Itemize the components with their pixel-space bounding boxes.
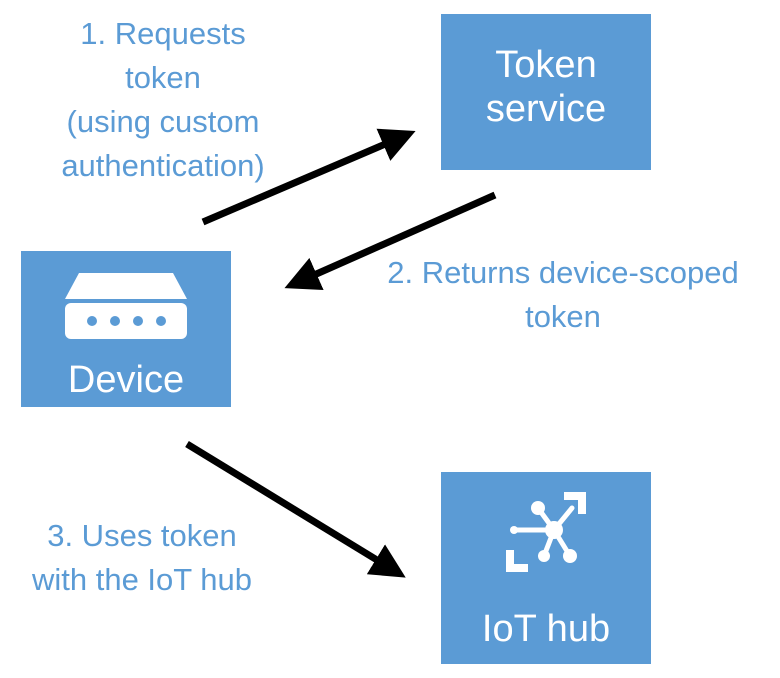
step-1-caption-line: authentication) <box>61 148 265 183</box>
step-3-caption-line: with the IoT hub <box>31 562 252 597</box>
arrow-token-service-to-device <box>284 191 497 290</box>
iot-hub-box: IoT hub <box>441 472 651 664</box>
iot-hub-label: IoT hub <box>481 608 611 650</box>
step-3-caption: 3. Uses token with the IoT hub <box>10 514 274 602</box>
token-service-box: Token service <box>441 14 651 170</box>
device-icon <box>65 273 187 339</box>
step-2-caption-line: token <box>525 299 601 334</box>
step-1-caption-line: (using custom <box>66 104 260 139</box>
device-label: Device <box>67 359 185 401</box>
step-3-caption-line: 3. Uses token <box>47 518 237 553</box>
step-2-caption: 2. Returns device-scoped token <box>364 251 762 339</box>
arrow-device-to-iot-hub <box>185 441 406 578</box>
iot-hub-icon <box>506 492 586 572</box>
step-2-caption-line: 2. Returns device-scoped <box>387 255 739 290</box>
device-box: Device <box>21 251 231 407</box>
token-service-label: Token service <box>441 44 651 131</box>
step-1-caption-line: token <box>125 60 201 95</box>
step-1-caption: 1. Requests token (using custom authenti… <box>40 12 286 188</box>
arrow-device-to-token-service <box>201 128 416 226</box>
token-service-label-line: Token <box>495 44 597 86</box>
token-service-label-line: service <box>485 87 607 130</box>
step-1-caption-line: 1. Requests <box>80 16 246 51</box>
